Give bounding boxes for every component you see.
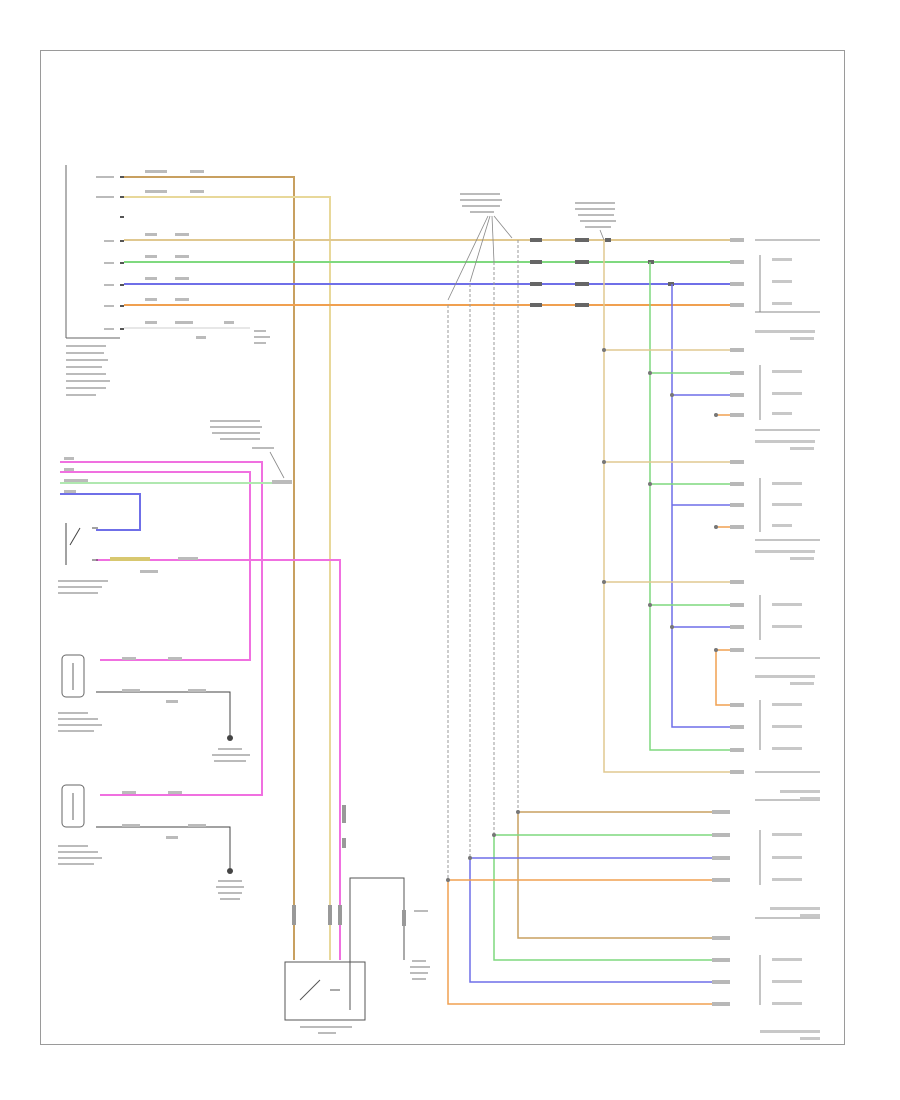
switch-label-marks — [58, 557, 198, 594]
wire-id-marks — [712, 238, 744, 1006]
right-sensor — [61, 784, 233, 874]
bottom-relay — [284, 877, 405, 1021]
callout-labels — [460, 193, 616, 228]
inline-connectors — [530, 238, 674, 307]
left-module-connector — [65, 165, 124, 396]
splice-dots — [446, 348, 718, 882]
splice-drops — [447, 240, 519, 880]
switch-symbol — [65, 523, 98, 565]
right-trunks — [603, 240, 730, 773]
callout-leaders — [447, 215, 605, 301]
switch-wire-mark — [110, 557, 150, 561]
lamp-connectors — [755, 239, 820, 1005]
left-middle-wires — [60, 461, 341, 960]
lower-lamp-wires — [447, 811, 730, 1005]
upper-wire-bus — [124, 176, 730, 960]
diagram-frame — [40, 50, 845, 1045]
left-sensor — [61, 654, 233, 741]
lamp-branches — [604, 349, 730, 651]
relay-wire-marks — [292, 805, 406, 926]
lamp-label-marks — [755, 258, 820, 1040]
relay-label-marks — [300, 910, 430, 1034]
sensor-label-marks — [58, 657, 250, 900]
wire-label-marks — [145, 170, 270, 344]
left-middle-labels — [64, 420, 292, 493]
